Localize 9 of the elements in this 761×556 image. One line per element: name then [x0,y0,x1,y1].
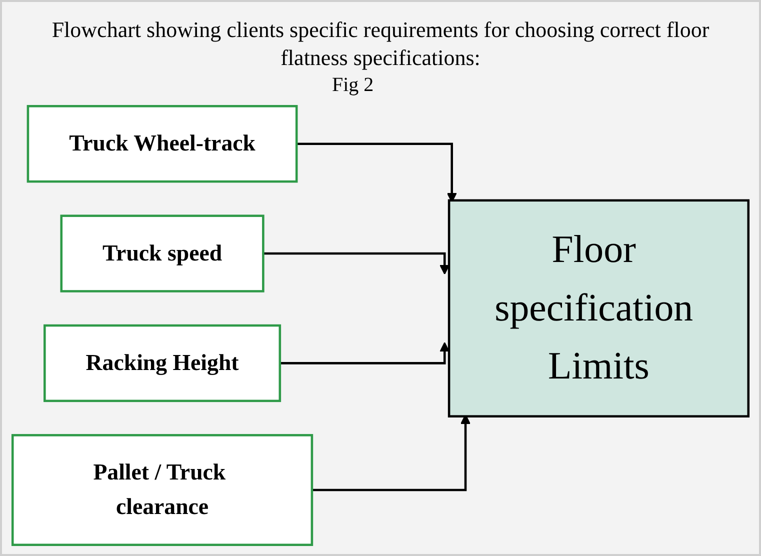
node-box: Truck Wheel-track [26,105,298,183]
node-box: Truck speed [60,214,264,292]
arrow [263,252,450,275]
figure-label: Fig 2 [332,74,375,97]
diagram-title: Flowchart showing clients specific requirements for choosing correct floor flatness specifications: [50,16,710,72]
node-box: Racking Height [44,324,282,402]
node-box: Floor specification Limits [448,199,750,418]
node-box: Pallet / Truck clearance [11,434,314,546]
arrow [280,342,450,364]
